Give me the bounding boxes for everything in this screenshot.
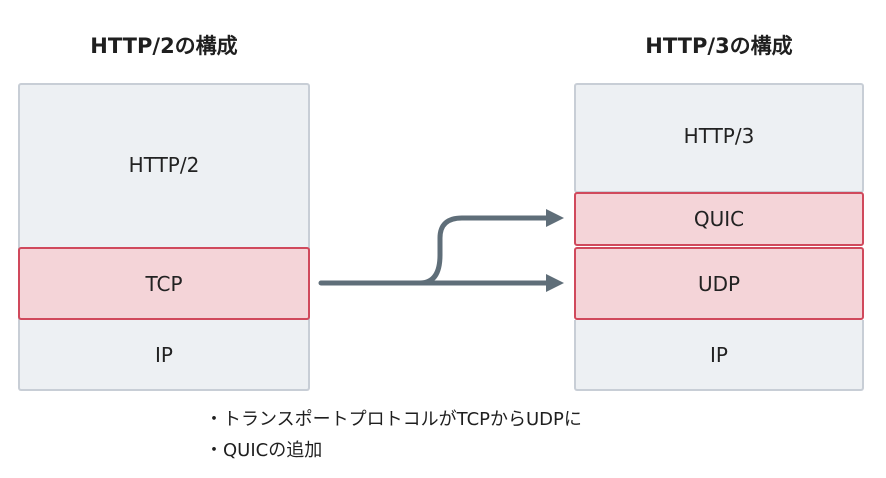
change-notes: ・トランスポートプロトコルがTCPからUDPに ・QUICの追加: [205, 404, 582, 466]
http3-layer-ip: IP: [574, 320, 864, 391]
http3-layer-quic: QUIC: [574, 192, 864, 246]
http2-layer-tcp: TCP: [18, 247, 310, 320]
http3-stack-title: HTTP/3の構成: [645, 34, 793, 58]
arrow-to-quic: [417, 215, 551, 286]
http2-layer-ip: IP: [18, 320, 310, 391]
note-quic-added: ・QUICの追加: [205, 440, 323, 461]
note-transport-change: ・トランスポートプロトコルがTCPからUDPに: [205, 409, 582, 430]
http3-layer-udp: UDP: [574, 247, 864, 320]
http2-stack-title: HTTP/2の構成: [90, 34, 238, 58]
arrowhead-quic: [546, 209, 564, 227]
arrowhead-udp: [546, 274, 564, 292]
